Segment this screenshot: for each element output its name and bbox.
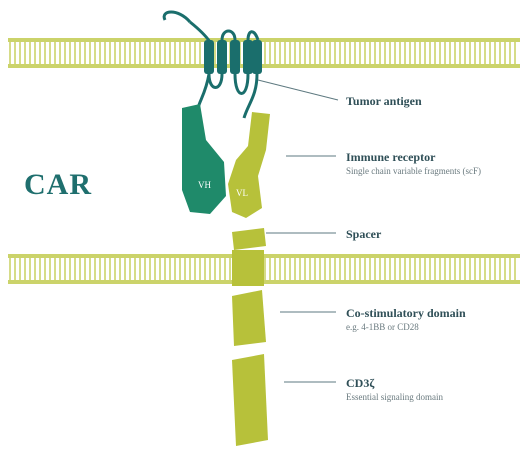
cd3-zeta-domain: [232, 354, 268, 446]
callout-spacer-title: Spacer: [346, 227, 381, 242]
leader-lines: [258, 80, 338, 382]
callout-cd3z-title: CD3ζ: [346, 376, 374, 391]
scfv-light-domain: VL: [228, 112, 270, 218]
leader-line-tumor-antigen: [258, 80, 338, 100]
callout-costim-subtitle: e.g. 4-1BB or CD28: [346, 322, 419, 332]
scfv-heavy-domain: VH: [182, 104, 226, 214]
upper-membrane: [8, 38, 520, 68]
callout-cd3z-subtitle: Essential signaling domain: [346, 392, 443, 402]
callout-tumor-antigen-title: Tumor antigen: [346, 94, 422, 109]
costimulatory-domain: [232, 290, 266, 346]
callout-costim-title: Co-stimulatory domain: [346, 306, 466, 321]
callout-immune-receptor-subtitle: Single chain variable fragments (scF): [346, 166, 481, 176]
transmembrane-domain: [232, 250, 264, 286]
car-title: CAR: [24, 168, 92, 202]
spacer: [232, 228, 266, 250]
callout-immune-receptor-title: Immune receptor: [346, 150, 435, 165]
vh-label: VH: [198, 180, 211, 190]
vl-label: VL: [236, 188, 248, 198]
